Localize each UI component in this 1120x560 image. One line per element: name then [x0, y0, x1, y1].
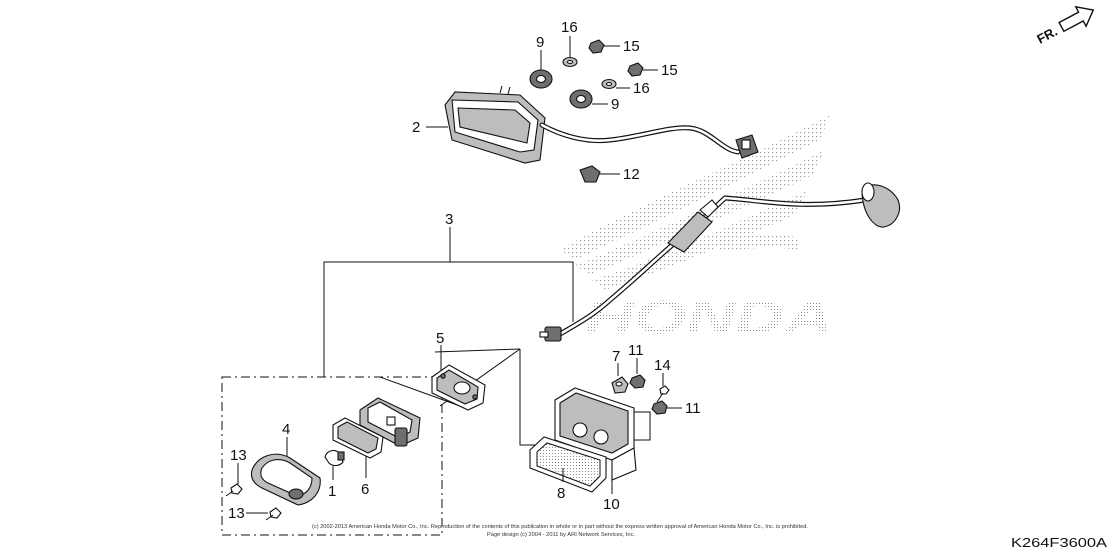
- part-number-13: 13: [230, 447, 247, 464]
- part-number-16: 16: [633, 80, 650, 97]
- part-number-9: 9: [611, 96, 619, 113]
- part-number-5: 5: [436, 330, 444, 347]
- part-number-6: 6: [361, 481, 369, 498]
- reflector-assembly: [529, 374, 670, 493]
- part-number-11: 11: [628, 342, 644, 359]
- leader-lines: [237, 36, 682, 514]
- honda-wordmark: HONDA: [585, 291, 833, 343]
- tail-light-assembly: [444, 85, 759, 164]
- part-number-13: 13: [228, 505, 245, 522]
- part-number-8: 8: [557, 485, 565, 502]
- part-number-16: 16: [561, 19, 578, 36]
- part-number-4: 4: [282, 421, 290, 438]
- part-number-9: 9: [536, 34, 544, 51]
- part-number-7: 7: [612, 348, 620, 365]
- mounting-hardware: [529, 39, 644, 183]
- part-number-15: 15: [661, 62, 678, 79]
- front-direction-marker: FR.: [1034, 5, 1095, 47]
- license-light-harness: [539, 182, 901, 342]
- front-direction-label: FR.: [1034, 24, 1060, 47]
- copyright-notice: (c) 2002-2013 American Honda Motor Co., …: [312, 524, 808, 530]
- part-number-10: 10: [603, 496, 620, 513]
- license-light-parts: [225, 364, 486, 521]
- part-number-11: 11: [685, 400, 701, 417]
- part-numbers: 2 9 16 15 15 16 9 12 3 5 4 13 13 1 6 8 1…: [228, 19, 701, 522]
- arrow-right-icon: [1058, 5, 1095, 33]
- part-number-3: 3: [445, 211, 453, 228]
- part-number-12: 12: [623, 166, 640, 183]
- figure-code: K264F3600A: [1011, 535, 1107, 550]
- part-number-1: 1: [328, 483, 336, 500]
- page-design-notice: Page design (c) 2004 - 2011 by ARI Netwo…: [487, 532, 635, 538]
- part-number-14: 14: [654, 357, 671, 374]
- part-number-2: 2: [412, 119, 420, 136]
- part-number-15: 15: [623, 38, 640, 55]
- honda-watermark: HONDA: [560, 115, 833, 343]
